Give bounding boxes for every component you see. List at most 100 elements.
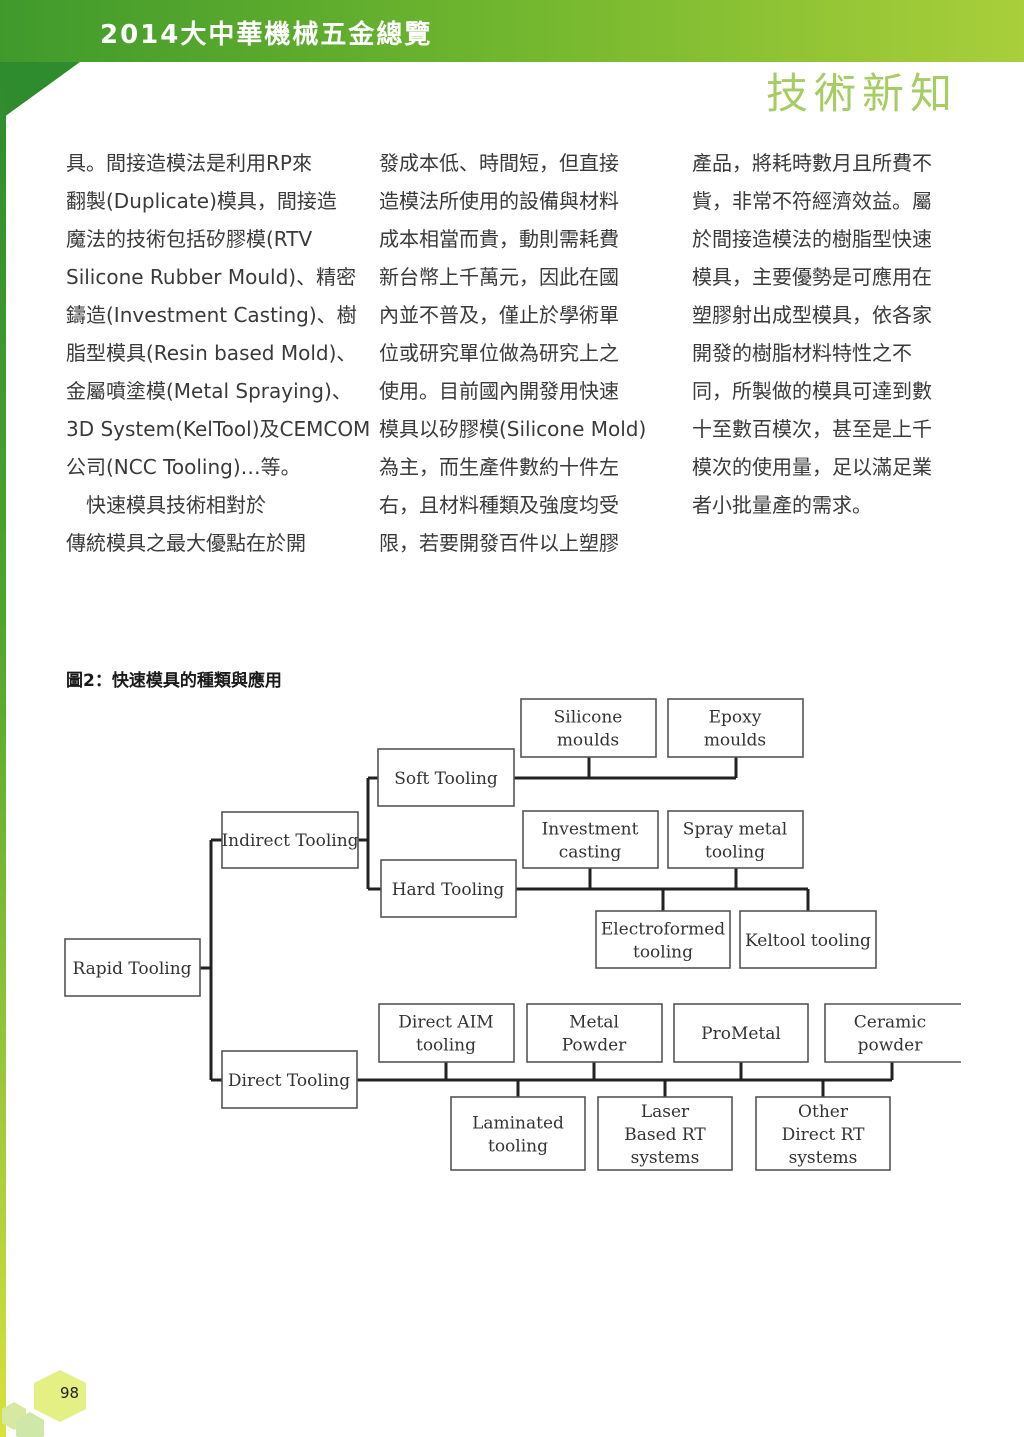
text-line: 位或研究單位做為研究上之 xyxy=(379,341,619,365)
left-strip xyxy=(0,62,6,1437)
node-hard-tooling: Hard Tooling xyxy=(380,859,517,918)
hexagon-decoration xyxy=(2,1370,86,1437)
text-line: 十至數百模次，甚至是上千 xyxy=(692,417,932,441)
node-direct-tooling: Direct Tooling xyxy=(221,1050,358,1109)
section-title: 技術新知 xyxy=(765,69,958,118)
text-line: 模具以矽膠模(Silicone Mold) xyxy=(379,417,647,441)
node-label-line: Electroformed xyxy=(601,920,725,940)
node-label-line: Epoxy xyxy=(709,708,762,728)
text-line: 塑膠射出成型模具，依各家 xyxy=(692,303,932,327)
node-label-line: tooling xyxy=(416,1036,476,1056)
text-line: 同，所製做的模具可達到數 xyxy=(692,379,932,403)
node-indirect-tooling: Indirect Tooling xyxy=(221,811,359,869)
node-label-line: moulds xyxy=(557,731,619,751)
text-line: 成本相當而貴，動則需耗費 xyxy=(379,227,619,251)
page-number: 98 xyxy=(60,1384,80,1402)
node-label-line: ProMetal xyxy=(701,1024,781,1044)
svg-text:Soft Tooling: Soft Tooling xyxy=(394,769,498,789)
node-label-line: Indirect Tooling xyxy=(221,831,358,851)
svg-text:Direct Tooling: Direct Tooling xyxy=(228,1071,350,1091)
node-label-line: Silicone xyxy=(554,708,623,728)
text-line: 開發的樹脂材料特性之不 xyxy=(692,341,912,365)
node-label-line: systems xyxy=(631,1148,700,1168)
node-label-line: Direct RT xyxy=(782,1125,866,1145)
text-line: 造模法所使用的設備與材料 xyxy=(379,189,619,213)
text-line: 魔法的技術包括矽膠模(RTV xyxy=(66,227,313,251)
text-line: 公司(NCC Tooling)…等。 xyxy=(66,455,301,479)
text-line: 右，且材料種類及強度均受 xyxy=(379,493,619,517)
node-label-line: Rapid Tooling xyxy=(72,959,191,979)
svg-text:Keltool tooling: Keltool tooling xyxy=(745,931,871,951)
text-line: 金屬噴塗模(Metal Spraying)、 xyxy=(66,379,352,403)
publication-title: 2014大中華機械五金總覽 xyxy=(100,20,433,50)
node-label-line: tooling xyxy=(633,943,693,963)
node-label-line: tooling xyxy=(705,843,765,863)
node-label-line: Investment xyxy=(542,820,639,840)
node-label-line: systems xyxy=(789,1148,858,1168)
node-label-line: Laser xyxy=(641,1102,690,1122)
node-label-line: Hard Tooling xyxy=(392,880,505,900)
node-label-line: Direct Tooling xyxy=(228,1071,350,1091)
node-label-line: Direct AIM xyxy=(398,1013,493,1033)
svg-text:ProMetal: ProMetal xyxy=(701,1024,781,1044)
node-label-line: Spray metal xyxy=(683,820,787,840)
node-rapid-tooling: Rapid Tooling xyxy=(64,938,201,997)
figure-caption: 圖2：快速模具的種類與應用 xyxy=(66,671,282,691)
node-label-line: Soft Tooling xyxy=(394,769,498,789)
node-prometal: ProMetal xyxy=(673,1003,809,1063)
header-band xyxy=(0,0,1024,62)
text-column-1: 具。間接造模法是利用RP來翻製(Duplicate)模具，間接造魔法的技術包括矽… xyxy=(66,144,371,562)
text-line: 使用。目前國內開發用快速 xyxy=(379,379,619,403)
node-electroformed-tooling: Electroformed tooling xyxy=(595,910,731,969)
text-line: Silicone Rubber Mould)、精密 xyxy=(66,265,357,289)
text-line: 快速模具技術相對於 xyxy=(66,493,266,517)
text-line: 模次的使用量，足以滿足業 xyxy=(692,455,932,479)
svg-text:Indirect Tooling: Indirect Tooling xyxy=(221,831,358,851)
text-line: 翻製(Duplicate)模具，間接造 xyxy=(66,189,337,213)
text-line: 鑄造(Investment Casting)、樹 xyxy=(66,303,357,327)
text-line: 3D System(KelTool)及CEMCOM xyxy=(66,417,371,441)
node-laminated-tooling: Laminated tooling xyxy=(450,1096,586,1171)
node-label-line: Laminated xyxy=(472,1114,564,1134)
node-label-line: moulds xyxy=(704,731,766,751)
text-line: 產品，將耗時數月且所費不 xyxy=(692,151,932,175)
node-label-line: Ceramic xyxy=(854,1013,926,1033)
text-line: 具。間接造模法是利用RP來 xyxy=(66,151,312,175)
text-line: 模具，主要優勢是可應用在 xyxy=(692,265,932,289)
text-line: 為主，而生產件數約十件左 xyxy=(379,455,619,479)
text-column-3: 產品，將耗時數月且所費不貲，非常不符經濟效益。屬於間接造模法的樹脂型快速模具，主… xyxy=(692,144,962,524)
node-epoxy-moulds: Epoxy moulds xyxy=(667,698,804,758)
node-investment-casting: Investment casting xyxy=(522,810,659,869)
text-line: 於間接造模法的樹脂型快速 xyxy=(692,227,932,251)
node-label-line: casting xyxy=(559,843,622,863)
node-label-line: Based RT xyxy=(624,1125,706,1145)
text-line: 貲，非常不符經濟效益。屬 xyxy=(692,189,932,213)
node-label-line: tooling xyxy=(488,1137,548,1157)
node-direct-aim-tooling: Direct AIM tooling xyxy=(378,1003,515,1063)
node-keltool-tooling: Keltool tooling xyxy=(739,910,877,969)
node-ceramic-powder: Ceramic powder xyxy=(824,1003,961,1063)
text-line: 限，若要開發百件以上塑膠 xyxy=(379,531,619,555)
node-label-line: powder xyxy=(858,1036,924,1056)
text-line: 傳統模具之最大優點在於開 xyxy=(66,531,306,555)
svg-text:Rapid Tooling: Rapid Tooling xyxy=(72,959,191,979)
text-line: 脂型模具(Resin based Mold)、 xyxy=(66,341,357,365)
text-line: 新台幣上千萬元，因此在國 xyxy=(379,265,619,289)
text-column-2: 發成本低、時間短，但直接造模法所使用的設備與材料成本相當而貴，動則需耗費新台幣上… xyxy=(379,144,649,562)
node-label-line: Keltool tooling xyxy=(745,931,871,951)
text-line: 發成本低、時間短，但直接 xyxy=(379,151,619,175)
corner-decoration xyxy=(0,62,80,120)
